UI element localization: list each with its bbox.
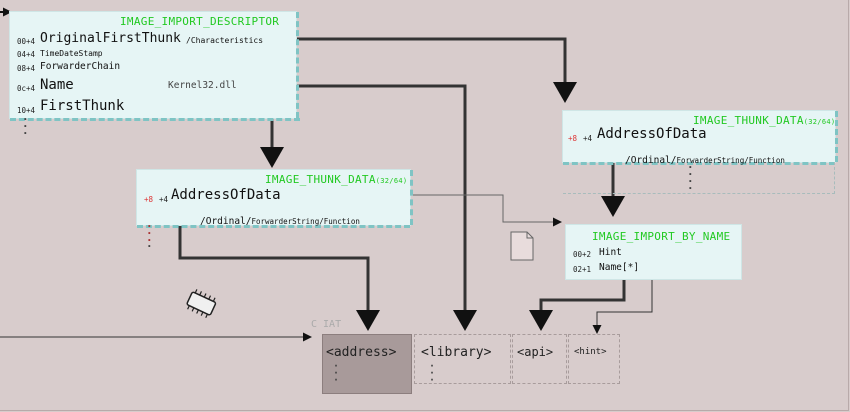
iat-cell-library-text: <library> bbox=[421, 345, 492, 360]
ellipsis-dots: · bbox=[146, 240, 153, 253]
original-first-thunk-arrow bbox=[272, 37, 577, 103]
file-icon bbox=[510, 231, 534, 261]
thunk-data-title: IMAGE_THUNK_DATA(32/64) bbox=[693, 114, 835, 127]
field-offset: 10+4 bbox=[17, 106, 36, 115]
chip-icon bbox=[186, 289, 217, 318]
ellipsis-dots: ··· bbox=[22, 113, 29, 140]
field-name: Name bbox=[40, 77, 74, 93]
field-offset: 08+4 bbox=[17, 64, 36, 73]
iat-cell-address-text: <address> bbox=[326, 345, 397, 360]
field-offset: 00+2 bbox=[573, 250, 592, 259]
field-name-array: Name[*] bbox=[599, 262, 640, 273]
import-descriptor-title: IMAGE_IMPORT_DESCRIPTOR bbox=[120, 15, 280, 28]
forwarder-label: ForwarderString/Function bbox=[251, 217, 360, 226]
import-by-name-title: IMAGE_IMPORT_BY_NAME bbox=[592, 230, 731, 243]
import-descriptor-box: IMAGE_IMPORT_DESCRIPTOR 00+4 OriginalFir… bbox=[10, 12, 300, 121]
field-offset: 00+4 bbox=[17, 37, 36, 46]
thunk-data-title: IMAGE_THUNK_DATA(32/64) bbox=[265, 173, 407, 186]
ellipsis-dots: ··· bbox=[333, 361, 340, 386]
ellipsis-dots: ···· bbox=[687, 161, 694, 195]
thunk-subfields: /Ordinal/ForwarderString/Function bbox=[200, 209, 360, 228]
thunk-to-address-arrow bbox=[178, 212, 380, 331]
thunk-subfields: /Ordinal/ForwarderString/Function bbox=[625, 148, 785, 167]
ellipsis-dots: ··· bbox=[429, 361, 436, 386]
field-address-of-data: AddressOfData bbox=[597, 126, 707, 142]
field-hint: Hint bbox=[599, 247, 622, 258]
iat-cell-hint-text: <hint> bbox=[574, 347, 607, 357]
iat-label: C IAT bbox=[311, 319, 342, 330]
iat-cell-api-text: <api> bbox=[517, 345, 554, 359]
dll-to-library-arrow bbox=[255, 84, 477, 331]
offset-red: +8 bbox=[144, 195, 154, 204]
field-first-thunk: FirstThunk bbox=[40, 98, 125, 114]
import-by-name-box: IMAGE_IMPORT_BY_NAME 00+2 Hint 02+1 Name… bbox=[566, 225, 741, 279]
forwarder-label: ForwarderString/Function bbox=[676, 156, 785, 165]
iat-cell-library: <library> ··· bbox=[414, 334, 511, 386]
iat-cell-address: <address> ··· bbox=[322, 334, 412, 394]
ellipsis-dots: ··· bbox=[146, 220, 153, 247]
field-address-of-data: AddressOfData bbox=[171, 187, 281, 203]
thunk-data-right-box: IMAGE_THUNK_DATA(32/64) +8 +4 AddressOfD… bbox=[563, 111, 838, 166]
thunk-title-suffix: (32/64) bbox=[803, 118, 836, 126]
thunk-data-right-dashed-ext bbox=[563, 162, 835, 194]
iat-cell-api: <api> bbox=[512, 334, 567, 384]
offset: +4 bbox=[159, 195, 169, 204]
thunk-title-text: IMAGE_THUNK_DATA bbox=[693, 114, 804, 127]
field-offset: 04+4 bbox=[17, 50, 36, 59]
field-original-first-thunk: OriginalFirstThunk bbox=[40, 31, 181, 46]
field-characteristics: /Characteristics bbox=[186, 36, 264, 45]
dll-name-label: Kernel32.dll bbox=[168, 80, 237, 91]
thunk-data-left-box: IMAGE_THUNK_DATA(32/64) +8 +4 AddressOfD… bbox=[137, 170, 413, 228]
thunk-title-suffix: (32/64) bbox=[375, 177, 408, 185]
offset-red: +8 bbox=[568, 134, 578, 143]
iat-cell-hint: <hint> bbox=[568, 334, 620, 384]
offset: +4 bbox=[583, 134, 593, 143]
field-offset: 0c+4 bbox=[17, 84, 36, 93]
field-timedatestamp: TimeDateStamp bbox=[40, 49, 103, 58]
name-to-api-arrow bbox=[529, 269, 626, 331]
field-offset: 02+1 bbox=[573, 265, 592, 274]
thunk-title-text: IMAGE_THUNK_DATA bbox=[265, 173, 376, 186]
field-forwarder-chain: ForwarderChain bbox=[40, 61, 121, 72]
ordinal-label: /Ordinal/ bbox=[625, 155, 677, 166]
ordinal-label: /Ordinal/ bbox=[200, 216, 252, 227]
